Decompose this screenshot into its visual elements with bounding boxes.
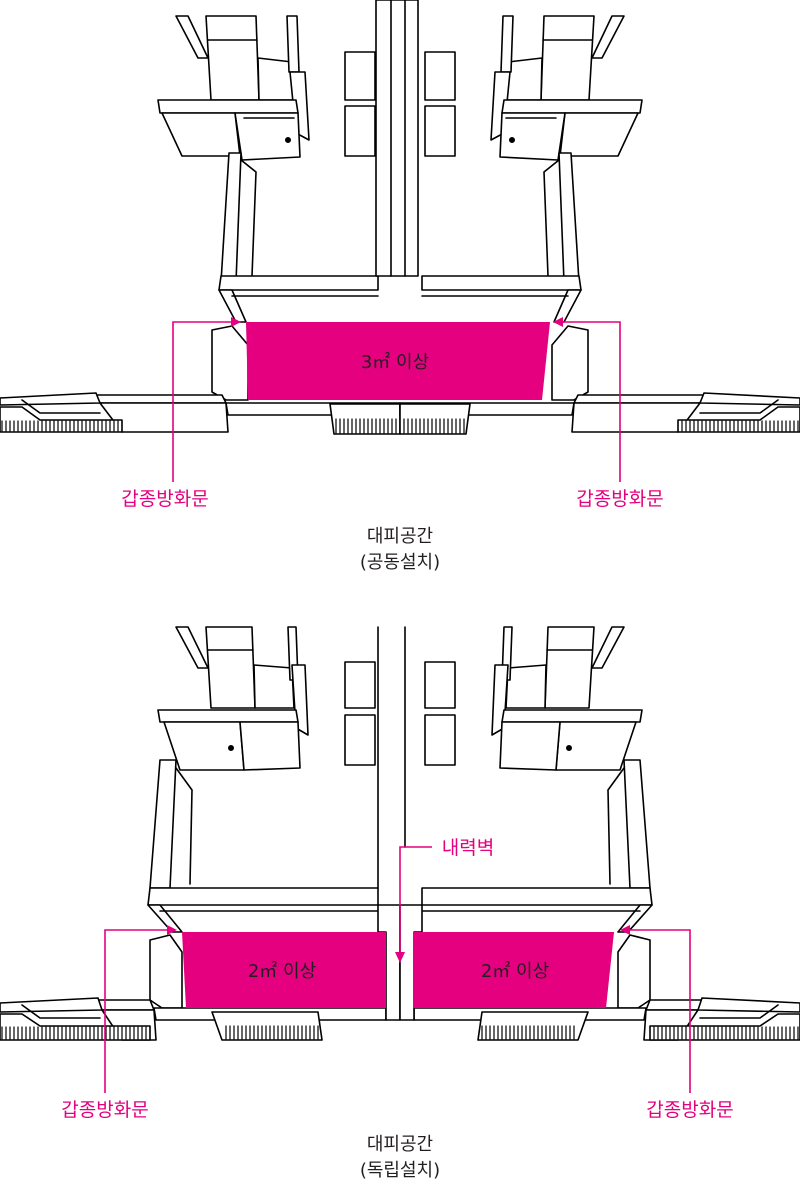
shared-caption-sub: (공동설치) (360, 552, 440, 573)
shared-caption: 대피공간 (367, 526, 433, 547)
separate-door-callout-right (628, 929, 691, 1093)
bearing-wall-label: 내력벽 (442, 837, 494, 859)
separate-center-column (377, 626, 406, 889)
shared-door-callout-right (561, 321, 621, 482)
separate-door-callout-left (104, 929, 169, 1093)
shared-door-callout-left (172, 321, 233, 482)
shared-door-label-right: 갑종방화문 (576, 488, 663, 510)
shared-center-column (375, 0, 419, 277)
shared-door-arrow-left (231, 317, 241, 327)
separate-evacuation-area-left (182, 932, 386, 1008)
separate-installation-diagram: 2㎡ 이상 2㎡ 이상 내력벽 갑종방화문 갑종방화문 대피공간 (독립설치) (0, 626, 800, 1181)
separate-area-label-left: 2㎡ 이상 (248, 960, 316, 982)
separate-caption: 대피공간 (367, 1134, 433, 1155)
shared-evacuation-area (246, 322, 550, 400)
shared-installation-diagram: 3㎡ 이상 갑종방화문 갑종방화문 대피공간 (공동설치) (0, 0, 800, 573)
shared-door-label-left: 갑종방화문 (121, 488, 208, 510)
shared-area-label: 3㎡ 이상 (361, 351, 429, 373)
bearing-wall-callout (399, 846, 432, 954)
separate-door-arrow-left (167, 925, 177, 935)
separate-door-arrow-right (620, 925, 630, 935)
separate-area-label-right: 2㎡ 이상 (481, 960, 549, 982)
separate-caption-sub: (독립설치) (360, 1160, 440, 1181)
separate-evacuation-area-right (413, 932, 614, 1008)
separate-door-label-right: 갑종방화문 (646, 1099, 733, 1121)
bearing-wall-arrow (395, 952, 405, 963)
shared-door-arrow-right (553, 317, 563, 327)
separate-door-label-left: 갑종방화문 (61, 1099, 148, 1121)
